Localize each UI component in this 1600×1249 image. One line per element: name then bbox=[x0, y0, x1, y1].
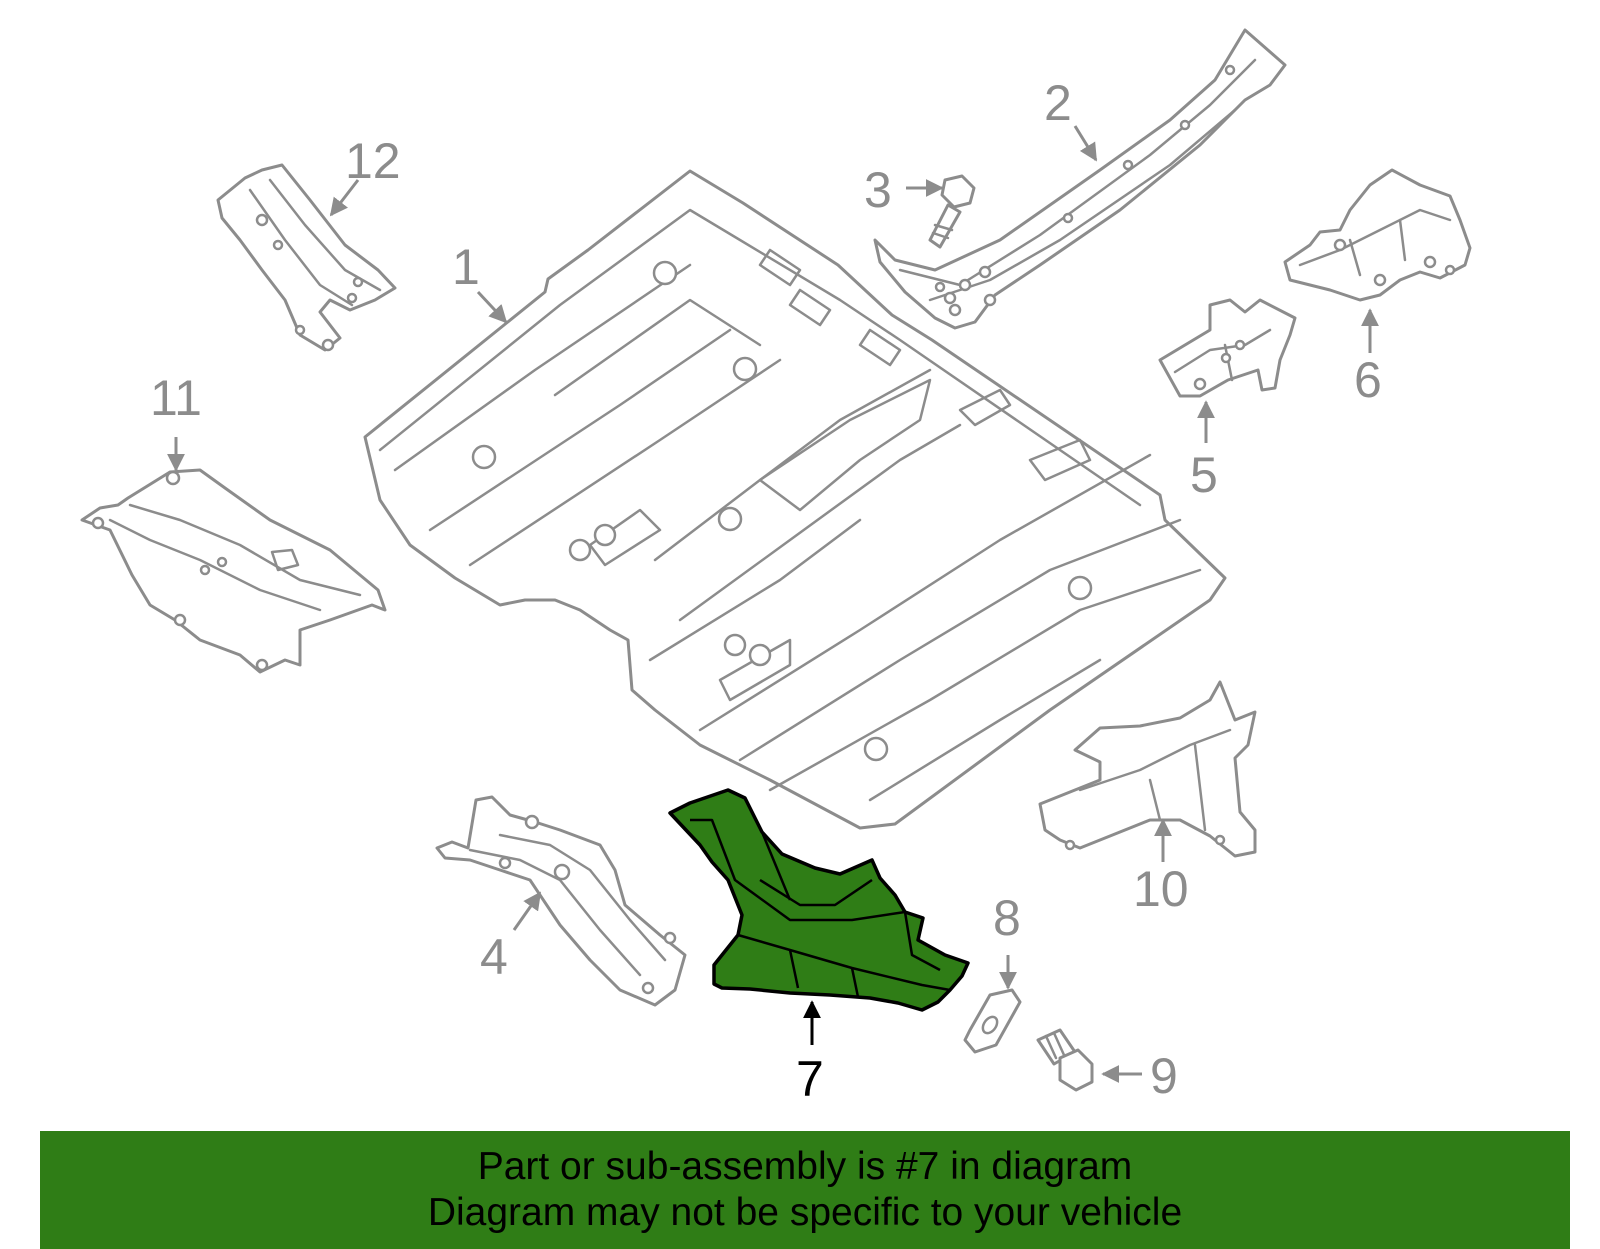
callout-11: 11 bbox=[150, 370, 202, 426]
callout-3: 3 bbox=[864, 162, 892, 218]
banner-line-2: Diagram may not be specific to your vehi… bbox=[427, 1191, 1183, 1234]
leader-1 bbox=[476, 290, 508, 324]
callout-12: 12 bbox=[345, 133, 401, 189]
part-9-bolt bbox=[1036, 1028, 1094, 1092]
part-6-bracket bbox=[1283, 168, 1472, 302]
callout-7: 7 bbox=[796, 1051, 824, 1107]
part-10-crossmember bbox=[1038, 680, 1257, 858]
part-1-floor-pan bbox=[363, 169, 1227, 830]
part-5-small-bracket bbox=[1158, 298, 1297, 398]
part-3-bolt bbox=[928, 174, 976, 249]
callout-5: 5 bbox=[1190, 447, 1218, 503]
leader-12 bbox=[329, 179, 360, 217]
callout-6: 6 bbox=[1354, 352, 1382, 408]
callout-9: 9 bbox=[1150, 1048, 1178, 1104]
part-8-nut-plate bbox=[963, 988, 1022, 1054]
info-banner: Part or sub-assembly is #7 in diagram Di… bbox=[40, 1131, 1570, 1249]
callout-10: 10 bbox=[1133, 861, 1189, 917]
leader-4 bbox=[512, 891, 542, 931]
callout-8: 8 bbox=[993, 890, 1021, 946]
banner-line-1: Part or sub-assembly is #7 in diagram bbox=[477, 1145, 1133, 1188]
leader-2 bbox=[1073, 125, 1098, 162]
part-4-bracket bbox=[435, 795, 687, 1007]
callout-1: 1 bbox=[452, 239, 480, 295]
part-7-highlighted-member bbox=[668, 788, 970, 1012]
parts-diagram: 1 2 3 4 5 6 7 8 9 10 11 12 bbox=[80, 28, 1472, 1107]
callout-2: 2 bbox=[1044, 75, 1072, 131]
part-2-side-rail bbox=[873, 28, 1287, 330]
callout-4: 4 bbox=[480, 929, 508, 985]
part-11-panel bbox=[80, 468, 387, 674]
part-12-bracket bbox=[216, 163, 397, 352]
